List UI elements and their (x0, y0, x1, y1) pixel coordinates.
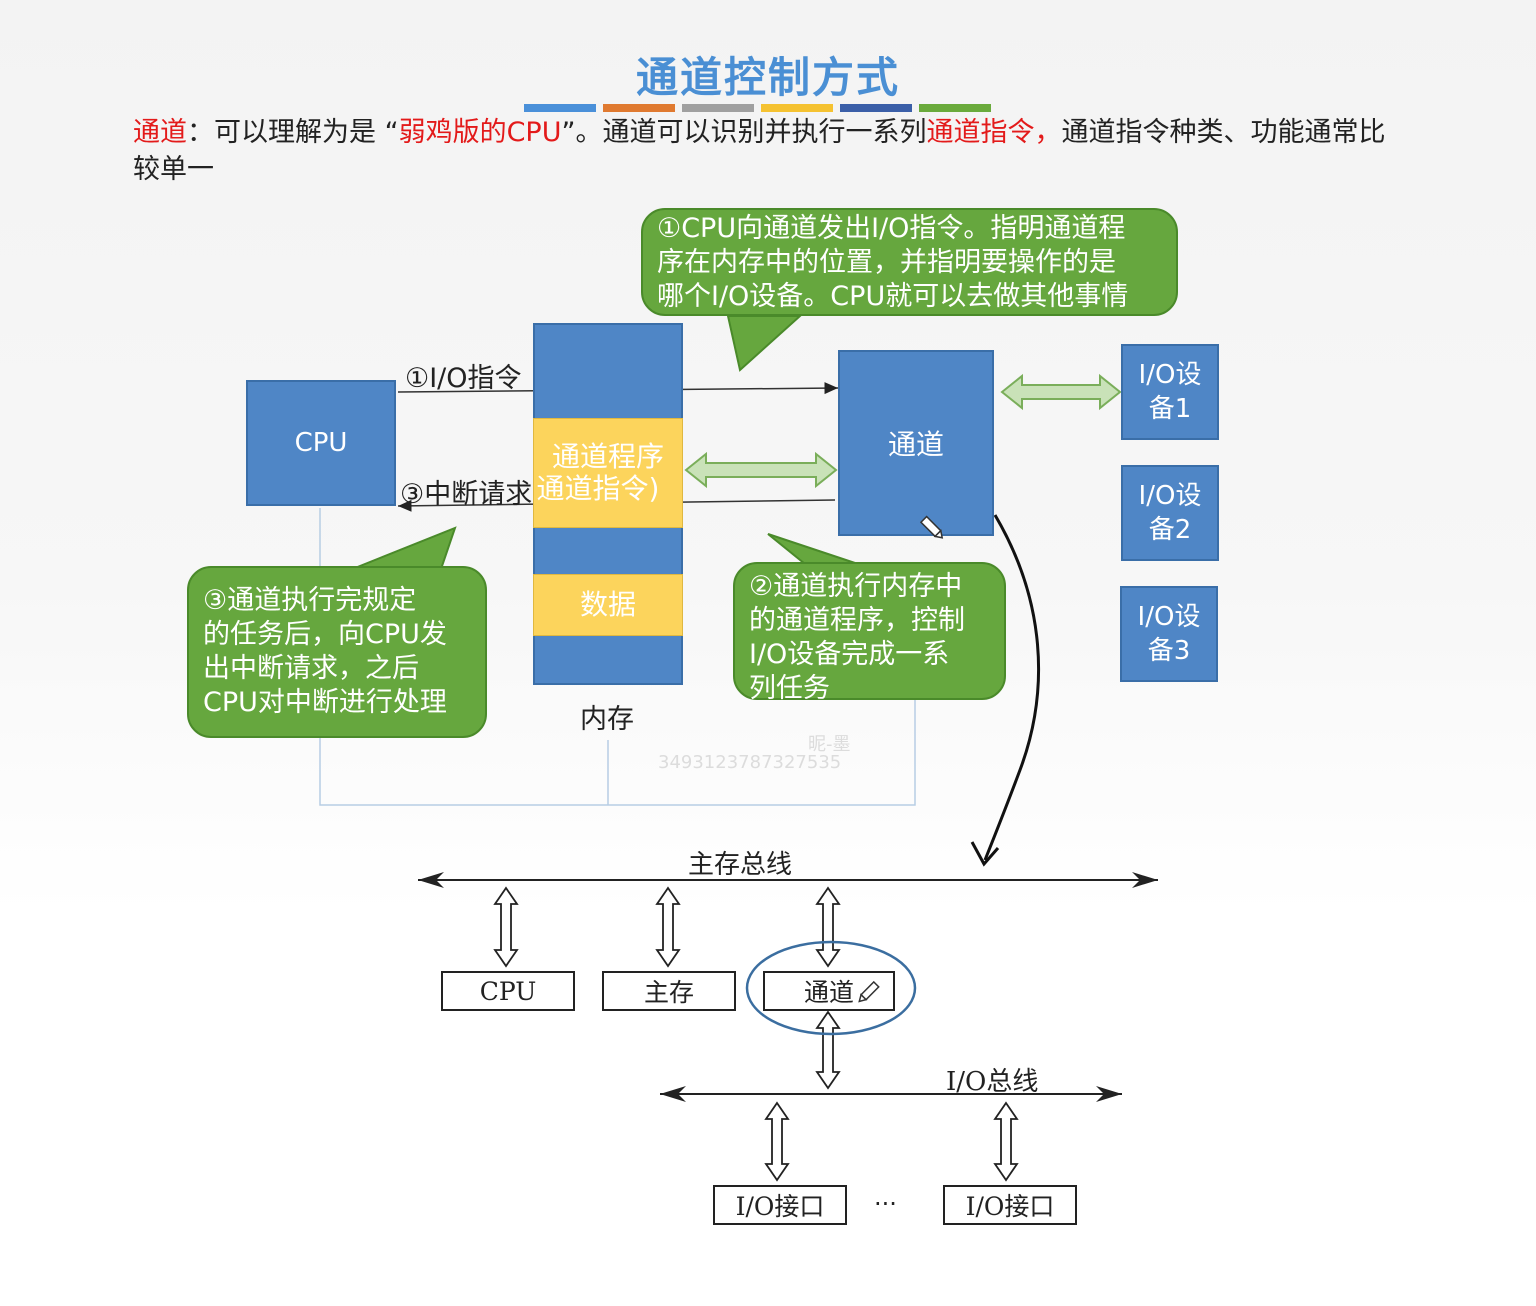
io-interface-box-2: I/O接口 (943, 1185, 1077, 1225)
io-device-2: I/O设 备2 (1121, 465, 1219, 561)
title-bar-5 (840, 104, 912, 112)
callout-step1-line3: 哪个I/O设备。CPU就可以去做其他事情 (657, 281, 1129, 312)
intro-sep: ： (187, 117, 214, 148)
io-interface-label-2: I/O接口 (965, 1192, 1055, 1221)
watermark-id: 3493123787327535 (658, 752, 842, 773)
data-block-label: 数据 (579, 588, 636, 621)
io-device-3-line2: 备3 (1147, 636, 1191, 666)
title-bar-6 (919, 104, 991, 112)
bus-cpu-label: CPU (479, 976, 537, 1006)
bus-memory-box: 主存 (602, 971, 736, 1011)
callout-step1-line2: 序在内存中的位置，并指明要操作的是 (657, 247, 1116, 278)
channel-block: 通道 (838, 350, 994, 536)
callout-step2: ②通道执行内存中 的通道程序，控制 I/O设备完成一系 列任务 (733, 562, 1006, 704)
channel-program-block: 通道程序 通道指令) (533, 418, 683, 528)
bus-cpu-box: CPU (441, 971, 575, 1011)
callout-step2-line3: I/O设备完成一系 (749, 639, 950, 670)
title-bar-3 (682, 104, 754, 112)
io-device-3: I/O设 备3 (1120, 586, 1218, 682)
io-device-1-line1: I/O设 (1138, 360, 1202, 390)
io-interface-box-1: I/O接口 (713, 1185, 847, 1225)
io-device-2-line2: 备2 (1148, 515, 1192, 545)
callout-step3-line2: 的任务后，向CPU发 (203, 619, 447, 650)
bus-memory-label: 主存 (643, 978, 694, 1007)
callout-step1: ①CPU向通道发出I/O指令。指明通道程 序在内存中的位置，并指明要操作的是 哪… (641, 208, 1178, 316)
cpu-block-label: CPU (294, 428, 348, 458)
intro-term: 通道 (133, 117, 187, 148)
intro-paragraph: 通道：可以理解为是 “弱鸡版的CPU”。通道可以识别并执行一系列通道指令，通道指… (133, 114, 1403, 188)
callout-step1-line1: ①CPU向通道发出I/O指令。指明通道程 (657, 213, 1126, 244)
intro-text-3: 通道指令种类、功能通常比较单一 (133, 117, 1386, 185)
main-bus-label: 主存总线 (688, 850, 793, 880)
ellipsis: ··· (874, 1190, 897, 1218)
page-title: 通道控制方式 (635, 53, 900, 102)
title-bar-2 (603, 104, 675, 112)
data-block: 数据 (533, 574, 683, 636)
bus-channel-box: 通道 (763, 971, 895, 1011)
intro-instr: 通道指令， (926, 117, 1062, 148)
callout-step3-line4: CPU对中断进行处理 (203, 687, 447, 718)
io-device-3-line1: I/O设 (1137, 602, 1201, 632)
channel-instr-label: 通道指令) (536, 472, 660, 505)
callout-step2-line2: 的通道程序，控制 (749, 605, 965, 636)
io-device-1-line2: 备1 (1148, 394, 1192, 424)
intro-text-2: ”。通道可以识别并执行一系列 (561, 117, 927, 148)
bus-channel-label: 通道 (803, 978, 854, 1007)
channel-program-label: 通道程序 (551, 440, 664, 473)
io-interface-label-1: I/O接口 (735, 1192, 825, 1221)
io-bus-label: I/O总线 (946, 1067, 1039, 1097)
io-device-1: I/O设 备1 (1121, 344, 1219, 440)
title-bar-1 (524, 104, 596, 112)
io-instr-label: ①I/O指令 (405, 363, 522, 394)
title-bar-4 (761, 104, 833, 112)
callout-step2-line4: 列任务 (749, 673, 830, 704)
intro-text-1: 可以理解为是 “ (214, 117, 399, 148)
interrupt-label: ③中断请求 (400, 479, 533, 510)
intro-quoted: 弱鸡版的CPU (398, 117, 562, 148)
io-device-2-line1: I/O设 (1138, 481, 1202, 511)
callout-step3: ③通道执行完规定 的任务后，向CPU发 出中断请求，之后 CPU对中断进行处理 (187, 566, 487, 738)
channel-block-label: 通道 (887, 428, 944, 461)
callout-step3-line3: 出中断请求，之后 (203, 653, 419, 684)
cpu-block: CPU (246, 380, 396, 506)
callout-step3-line1: ③通道执行完规定 (203, 585, 417, 616)
memory-label: 内存 (580, 704, 634, 735)
callout-step2-line1: ②通道执行内存中 (749, 571, 963, 602)
watermark-name: 昵-墨 (808, 734, 851, 755)
